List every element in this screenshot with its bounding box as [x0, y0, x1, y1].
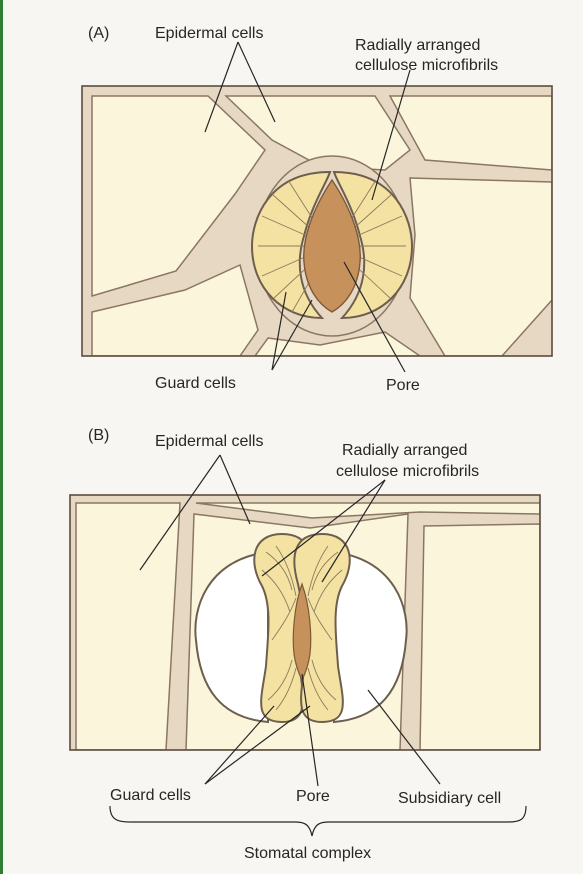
panel-b-stomatal-complex-label: Stomatal complex [244, 845, 371, 862]
panel-a: (A) Epidermal cells Radially arranged ce… [82, 25, 552, 394]
panel-a-guard-cells-label: Guard cells [155, 375, 236, 392]
panel-a-microfibrils-label-line1: Radially arranged [355, 37, 480, 54]
panel-b-epidermal-cell-right [420, 524, 540, 750]
panel-b-microfibrils-label-line1: Radially arranged [342, 442, 467, 459]
panel-b-stomatal-complex-bracket [110, 806, 526, 836]
panel-b: (B) Epidermal cells Radially arranged ce… [70, 427, 540, 862]
panel-b-tag: (B) [88, 427, 109, 444]
panel-b-subsidiary-cell-label: Subsidiary cell [398, 790, 501, 807]
panel-a-microfibrils-label-line2: cellulose microfibrils [355, 57, 498, 74]
panel-b-pore-label: Pore [296, 788, 330, 805]
panel-b-microfibrils-label-line2: cellulose microfibrils [336, 463, 479, 480]
panel-a-pore-label: Pore [386, 377, 420, 394]
panel-b-epidermal-cells-label: Epidermal cells [155, 433, 263, 450]
panel-b-epidermal-cell-left-upper [76, 503, 180, 750]
panel-b-guard-cells-label: Guard cells [110, 787, 191, 804]
panel-a-tag: (A) [88, 25, 109, 42]
panel-a-epidermal-cells-label: Epidermal cells [155, 25, 263, 42]
